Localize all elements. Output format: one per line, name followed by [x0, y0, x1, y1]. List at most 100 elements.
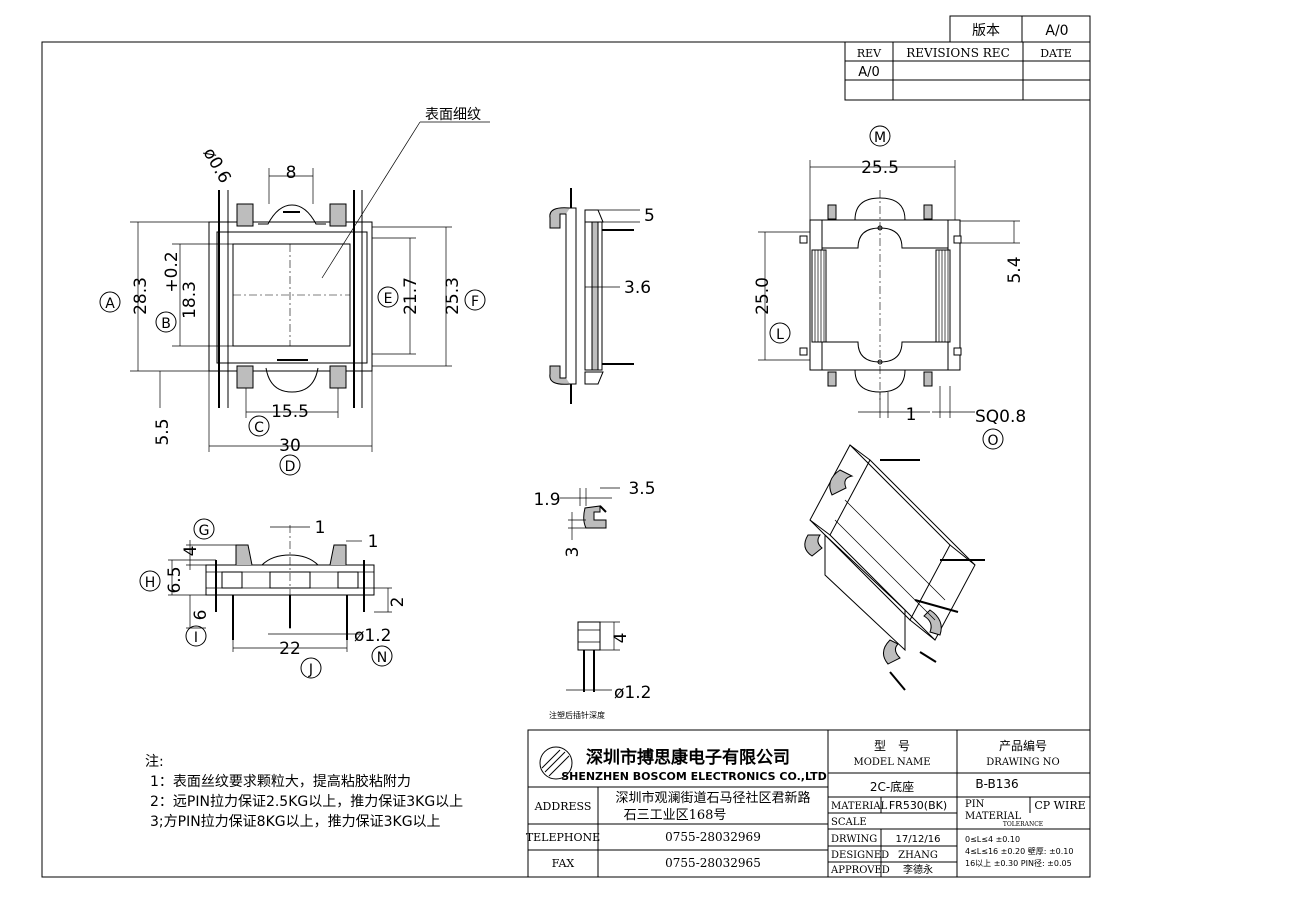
dim-15-5: 15.5 — [271, 402, 309, 422]
dim-25-0: 25.0 — [753, 277, 773, 315]
right-view: 25.5 M 5.4 25.0 L 1 SQ0.8 O — [753, 125, 1026, 450]
model-label-en: MODEL NAME — [853, 757, 930, 768]
drawing-label-en: DRAWING NO — [986, 757, 1059, 768]
note-line-2: 2：远PIN拉力保证2.5KG以上，推力保证3KG以上 — [150, 794, 463, 810]
address-line-2: 石三工业区168号 — [624, 808, 727, 823]
dim-pin-4: 4 — [611, 633, 631, 644]
version-label: 版本 — [972, 23, 1000, 39]
pin-value: CP WIRE — [1034, 799, 1085, 812]
revisions-header: REVISIONS REC — [906, 46, 1010, 60]
front-view: 4 6.5 6 1 1 2 22 ø1.2 G H I J N — [139, 518, 408, 679]
balloon-f: F — [471, 294, 479, 310]
version-value: A/0 — [1045, 23, 1068, 39]
telephone-value: 0755-28032969 — [665, 830, 761, 844]
fax-label: FAX — [552, 857, 575, 870]
notes: 注: 1：表面丝纹要求颗粒大，提高粘胶粘附力 2：远PIN拉力保证2.5KG以上… — [145, 754, 463, 830]
rev-header: REV — [857, 47, 882, 60]
drawing-value: B-B136 — [975, 777, 1018, 791]
balloon-g: G — [199, 523, 210, 539]
balloon-h: H — [145, 575, 156, 591]
dim-phi-0-6: ø0.6 — [199, 145, 235, 187]
dim-5-5: 5.5 — [153, 418, 173, 445]
balloon-e: E — [384, 291, 393, 307]
balloon-b: B — [161, 316, 171, 332]
drwing-value: 17/12/16 — [896, 834, 941, 845]
dim-6-5: 6.5 — [165, 566, 185, 593]
detail-hook: 1.9 3.5 3 — [533, 479, 655, 557]
dim-phi-1-2: ø1.2 — [354, 626, 391, 646]
dim-25-3: 25.3 — [443, 277, 463, 315]
notes-title: 注: — [145, 754, 164, 770]
balloon-m: M — [874, 130, 886, 146]
side-view: 5 3.6 — [549, 188, 655, 404]
dim-18-3: 18.3 — [180, 281, 200, 319]
dim-3-5: 3.5 — [628, 479, 655, 499]
balloon-o: O — [987, 433, 998, 449]
pin-label-1: PIN — [965, 799, 985, 810]
isometric-view — [804, 444, 985, 691]
dim-1-a: 1 — [315, 518, 326, 538]
revision-box: 版本 A/0 REV REVISIONS REC DATE A/0 — [844, 15, 1091, 101]
balloon-c: C — [254, 420, 264, 436]
scale-label: SCALE — [831, 817, 867, 828]
dim-tol-plus: +0.2 — [162, 251, 182, 292]
balloon-j: J — [308, 662, 313, 678]
tolerance-line-1: 0≤L≤4 ±0.10 — [965, 835, 1020, 844]
material-value: FR530(BK) — [889, 799, 947, 812]
dim-3: 3 — [563, 547, 583, 558]
balloon-l: L — [776, 327, 784, 343]
pin-label-2: MATERIAL — [965, 811, 1022, 822]
right-winding-block — [935, 249, 951, 343]
note-line-3: 3;方PIN拉力保证8KG以上，推力保证3KG以上 — [150, 814, 441, 830]
balloon-a: A — [105, 296, 115, 312]
company-logo-icon — [539, 746, 573, 780]
note-line-1: 1：表面丝纹要求颗粒大，提高粘胶粘附力 — [150, 773, 411, 790]
fax-value: 0755-28032965 — [665, 856, 761, 870]
approved-label: APPROVED — [830, 865, 890, 876]
surface-note: 表面细纹 — [425, 107, 481, 123]
tolerance-line-2: 4≤L≤16 ±0.20 壁厚: ±0.10 — [965, 846, 1074, 856]
balloon-i: I — [194, 630, 198, 646]
tolerance-label: TOLERANCE — [1003, 821, 1043, 828]
model-label-cn: 型 号 — [874, 739, 910, 753]
dim-21-7: 21.7 — [401, 277, 421, 315]
model-value: 2C-底座 — [870, 779, 914, 794]
tolerance-line-3: 16以上 ±0.30 PIN径: ±0.05 — [965, 858, 1072, 868]
dim-22: 22 — [279, 639, 301, 659]
title-block: 深圳市搏思康电子有限公司 SHENZHEN BOSCOM ELECTRONICS… — [526, 729, 1091, 878]
rev-value: A/0 — [858, 65, 880, 80]
dim-sq0-8: SQ0.8 — [975, 407, 1026, 427]
pin-caption: 注塑后插针深度 — [549, 710, 605, 720]
dim-28-3: 28.3 — [131, 277, 151, 315]
designed-label: DESIGNED — [831, 850, 889, 861]
detail-pin: 4 ø1.2 注塑后插针深度 — [549, 621, 651, 720]
dim-5: 5 — [644, 206, 655, 226]
company-name-en: SHENZHEN BOSCOM ELECTRONICS CO.,LTD — [561, 770, 827, 783]
company-name-cn: 深圳市搏思康电子有限公司 — [586, 747, 790, 768]
drawing-label-cn: 产品编号 — [999, 738, 1047, 753]
dim-25-5: 25.5 — [861, 158, 899, 178]
telephone-label: TELEPHONE — [526, 831, 600, 844]
top-view: 表面细纹 8 ø0.6 28.3 +0.2 18.3 21.7 25.3 5.5… — [99, 107, 490, 476]
dim-1: 1 — [906, 405, 917, 425]
address-line-1: 深圳市观澜街道石马径社区君新路 — [615, 790, 810, 806]
material-label: MATERIAL — [831, 801, 888, 812]
dim-30: 30 — [279, 436, 301, 456]
left-winding-block — [811, 249, 827, 343]
dim-1-9: 1.9 — [533, 490, 560, 510]
address-label: ADDRESS — [534, 800, 592, 813]
balloon-n: N — [377, 650, 387, 666]
date-header: DATE — [1040, 47, 1072, 60]
dim-pin-phi-1-2: ø1.2 — [614, 683, 651, 703]
dim-3-6: 3.6 — [624, 278, 651, 298]
approved-value: 李德永 — [903, 863, 933, 876]
dim-6: 6 — [191, 610, 211, 621]
dim-8: 8 — [286, 163, 297, 183]
dim-1-b: 1 — [368, 532, 379, 552]
dim-2: 2 — [388, 597, 408, 608]
drwing-label: DRWING — [831, 834, 877, 845]
dim-4: 4 — [181, 546, 201, 557]
designed-value: ZHANG — [898, 850, 938, 861]
balloon-d: D — [285, 459, 296, 475]
